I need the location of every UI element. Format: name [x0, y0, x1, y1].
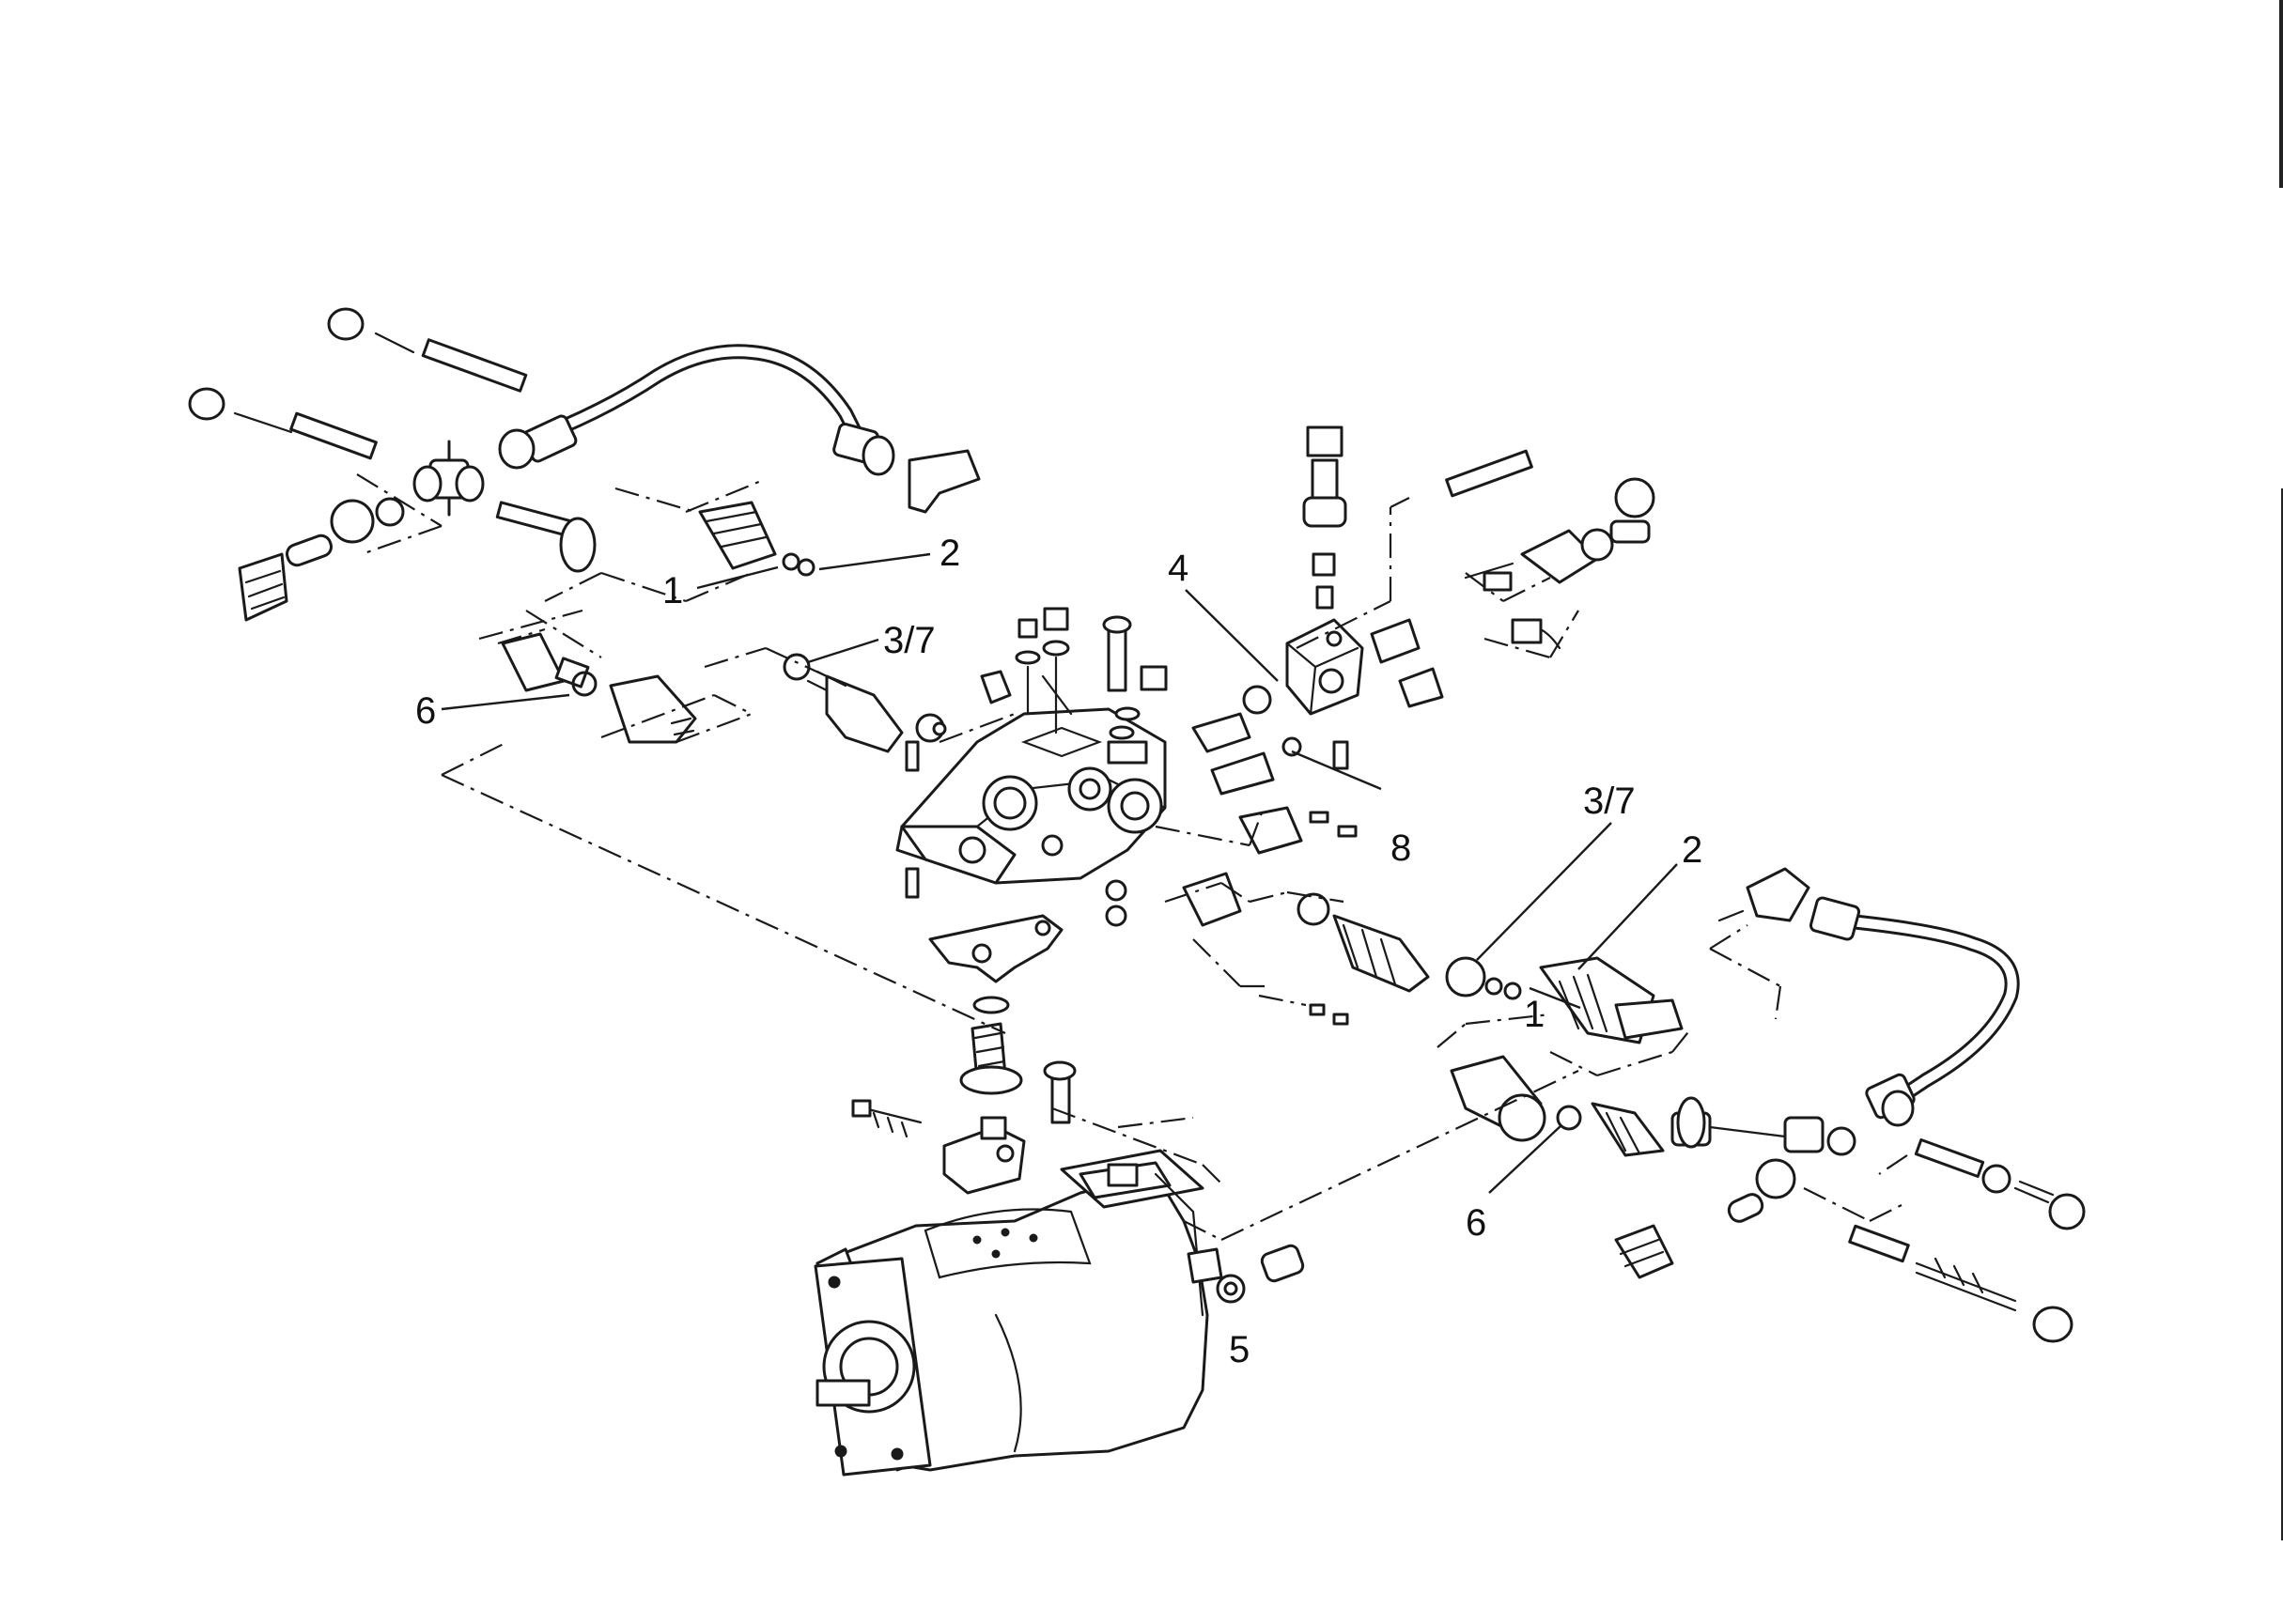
callout-labels: 1 2 3/7 6 4 8 3/7 2 1 6 5: [415, 533, 1702, 1370]
scan-edge-mark-bottom: [2281, 488, 2283, 1540]
callout-2-right: 2: [1682, 829, 1702, 871]
hose-assembly-upper-left: [188, 307, 981, 622]
callout-leaders: [441, 552, 1678, 1194]
callout-3-7-right: 3/7: [1583, 781, 1636, 822]
callout-1-right: 1: [1524, 994, 1545, 1035]
callout-6-right: 6: [1466, 1202, 1486, 1244]
valve-cartridges-right: [1450, 956, 1856, 1279]
callout-6-left: 6: [415, 690, 436, 732]
callout-5: 5: [1229, 1329, 1250, 1370]
callout-8: 8: [1390, 827, 1411, 869]
housing-top-screws: [980, 607, 1168, 740]
alignment-lines: [356, 473, 1908, 1241]
scan-edge-mark-top: [2279, 0, 2283, 188]
valve-block-right: [1191, 425, 1655, 796]
callout-2-left: 2: [940, 533, 960, 574]
control-housing: [895, 707, 1167, 983]
pump-housing: [814, 1149, 1223, 1477]
spring-assembly-lower: [851, 996, 1077, 1195]
callout-3-7-left: 3/7: [883, 620, 936, 661]
callout-1-left: 1: [662, 570, 683, 611]
callout-4: 4: [1168, 548, 1188, 589]
hose-assembly-lower-right: [1216, 867, 2086, 1343]
valve-cartridges-center-right: [1105, 806, 1486, 1026]
